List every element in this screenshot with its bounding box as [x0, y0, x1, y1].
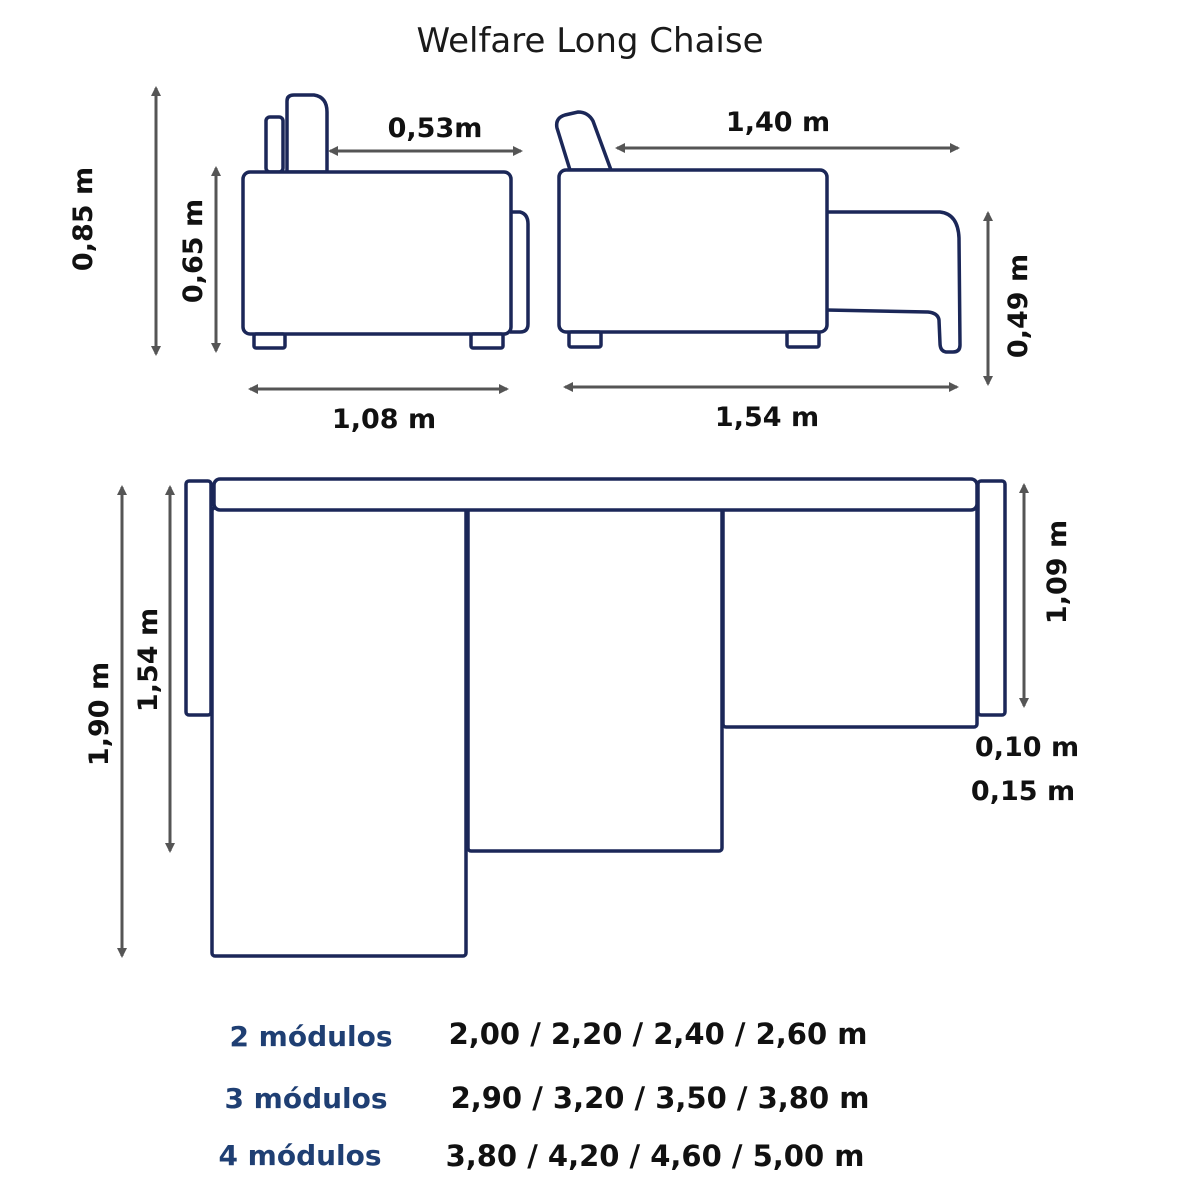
plan-view	[184, 477, 1007, 958]
dim-chaise-length-top: 1,40 m	[726, 107, 830, 138]
diagram-title: Welfare Long Chaise	[416, 21, 763, 61]
dim-arm-width-1: 0,10 m	[975, 732, 1079, 763]
plan-chaise-seat	[210, 506, 468, 958]
side-arm	[510, 210, 530, 334]
dim-side-width: 1,08 m	[332, 404, 436, 435]
side-back-cushion	[285, 93, 329, 174]
dim-side-total-height: 0,85 m	[68, 167, 99, 271]
side-body	[241, 170, 513, 336]
chaise-extension	[825, 210, 962, 354]
module-label-4: 4 módulos	[218, 1139, 381, 1172]
dim-chaise-height: 0,49 m	[1003, 254, 1034, 358]
plan-right-seat	[721, 506, 979, 729]
module-label-2: 2 módulos	[229, 1020, 392, 1053]
chaise-body	[557, 168, 829, 334]
chaise-foot-right	[785, 330, 821, 349]
module-label-3: 3 módulos	[224, 1082, 387, 1115]
dim-plan-total-depth: 1,90 m	[84, 662, 115, 766]
side-foot-right	[469, 332, 505, 350]
side-foot-left	[252, 332, 287, 350]
dim-arm-width-2: 0,15 m	[971, 776, 1075, 807]
module-values-3: 2,90 / 3,20 / 3,50 / 3,80 m	[451, 1081, 870, 1115]
plan-backrest	[212, 477, 979, 512]
plan-right-arm	[976, 479, 1007, 717]
modules-table: 2 módulos 2,00 / 2,20 / 2,40 / 2,60 m 3 …	[218, 1017, 869, 1173]
module-values-4: 3,80 / 4,20 / 4,60 / 5,00 m	[446, 1139, 865, 1173]
dim-plan-seat-depth: 1,09 m	[1042, 520, 1073, 624]
dim-plan-chaise-inner: 1,54 m	[133, 608, 164, 712]
side-view	[241, 93, 530, 350]
dim-chaise-length-bottom: 1,54 m	[715, 402, 819, 433]
dimension-arrows	[117, 86, 1029, 958]
plan-left-arm	[184, 479, 213, 717]
plan-middle-seat	[466, 506, 724, 853]
chaise-back-cushion	[554, 110, 614, 172]
side-back-cushion-small	[264, 115, 285, 174]
dim-side-seat-height: 0,65 m	[178, 199, 209, 303]
dim-side-seat-depth: 0,53m	[388, 113, 483, 144]
module-values-2: 2,00 / 2,20 / 2,40 / 2,60 m	[449, 1017, 868, 1051]
chaise-foot-left	[567, 330, 603, 349]
chaise-side-view	[554, 110, 962, 354]
